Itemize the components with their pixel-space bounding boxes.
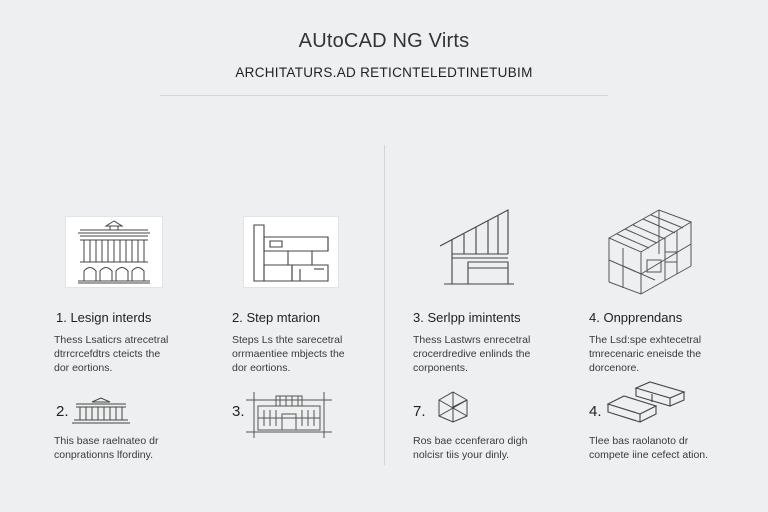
step-b4-desc-line: compete iine cefect ation. [589, 449, 709, 461]
step-3-title: 3. Serlpp imintents [413, 310, 521, 325]
step-1-description: Thess Lsaticrs atrecetral dtrrcrcefdtrs … [54, 333, 204, 375]
step-b1-number: 2. [56, 403, 69, 420]
step-4-desc-line: tmrecenaric eneisde the [589, 348, 702, 360]
step-3-desc-line: Thess Lastwrs enrecetral [413, 334, 531, 346]
structural-frame-icon [603, 208, 695, 298]
step-2-desc-line: Steps Ls thte sarecetral [232, 334, 343, 346]
step-b3-desc-line: nolcisr tiis your dinly. [413, 449, 510, 461]
step-1-desc-line: dor eortions. [54, 362, 113, 374]
step-b1-desc-line: This base raelnateo dr [54, 435, 159, 447]
step-b3-number: 7. [413, 403, 426, 420]
step-b2-number: 3. [232, 403, 245, 420]
step-2-desc-line: orrmaentiee mbjects the [232, 348, 345, 360]
classical-facade-icon [65, 216, 163, 288]
step-1-title: 1. Lesign interds [56, 310, 152, 325]
step-3-desc-line: corponents. [413, 362, 468, 374]
step-2-description: Steps Ls thte sarecetral orrmaentiee mbj… [232, 333, 382, 375]
step-b1-description: This base raelnateo dr conprationns lfor… [54, 434, 204, 462]
column-divider [384, 145, 385, 465]
wireframe-cube-icon [436, 390, 470, 424]
step-b3-description: Ros bae ccenferaro digh nolcisr tiis you… [413, 434, 563, 462]
modern-house-icon [438, 208, 520, 288]
step-2-title: 2. Step mtarion [232, 310, 321, 325]
building-elevation-icon [70, 396, 132, 426]
step-4-desc-line: dorcenore. [589, 362, 640, 374]
step-b3-desc-line: Ros bae ccenferaro digh [413, 435, 528, 447]
step-b4-desc-line: Tlee bas raolanoto dr [589, 435, 689, 447]
header-divider [160, 95, 608, 96]
stacked-blocks-icon [606, 380, 686, 424]
step-4-description: The Lsd:spe exhtecetral tmrecenaric enei… [589, 333, 739, 375]
step-b1-desc-line: conprationns lfordiny. [54, 449, 154, 461]
step-4-title: 4. Onpprendans [589, 310, 683, 325]
page-title: AUtoCAD NG Virts [298, 30, 470, 52]
step-1-desc-line: Thess Lsaticrs atrecetral [54, 334, 169, 346]
blueprint-building-icon [246, 392, 332, 438]
step-3-description: Thess Lastwrs enrecetral crocerdredive e… [413, 333, 563, 375]
step-4-desc-line: The Lsd:spe exhtecetral [589, 334, 702, 346]
step-2-desc-line: dor eortions. [232, 362, 291, 374]
step-b4-description: Tlee bas raolanoto dr compete iine cefec… [589, 434, 739, 462]
step-3-desc-line: crocerdredive enlinds the [413, 348, 531, 360]
step-1-desc-line: dtrrcrcefdtrs cteicts the [54, 348, 161, 360]
floor-plan-icon [243, 216, 339, 288]
step-b4-number: 4. [589, 403, 602, 420]
page-subtitle: ARCHITATURS.AD RETICNTELEDTINETUBIM [235, 65, 533, 80]
